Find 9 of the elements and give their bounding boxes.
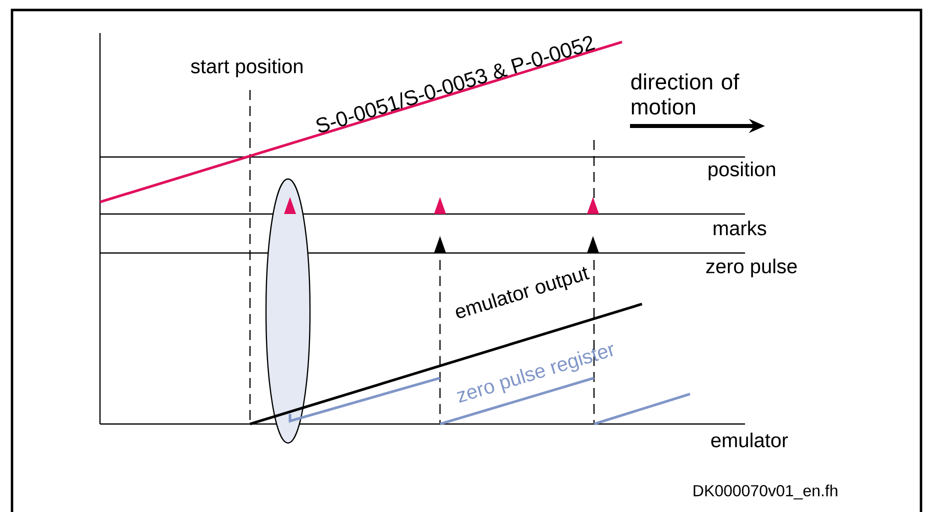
label-text: emulator — [711, 432, 788, 448]
label-text: zero pulse — [706, 258, 797, 278]
label-text: direction of motion — [631, 73, 740, 115]
label-text: emulator output — [456, 266, 590, 318]
label-text: zero pulse register — [456, 344, 614, 403]
label-text: position — [708, 162, 776, 180]
label-text: start position — [190, 58, 302, 78]
label-text: DK000070v01_en.fh — [694, 484, 838, 500]
label-text: marks — [714, 220, 766, 236]
